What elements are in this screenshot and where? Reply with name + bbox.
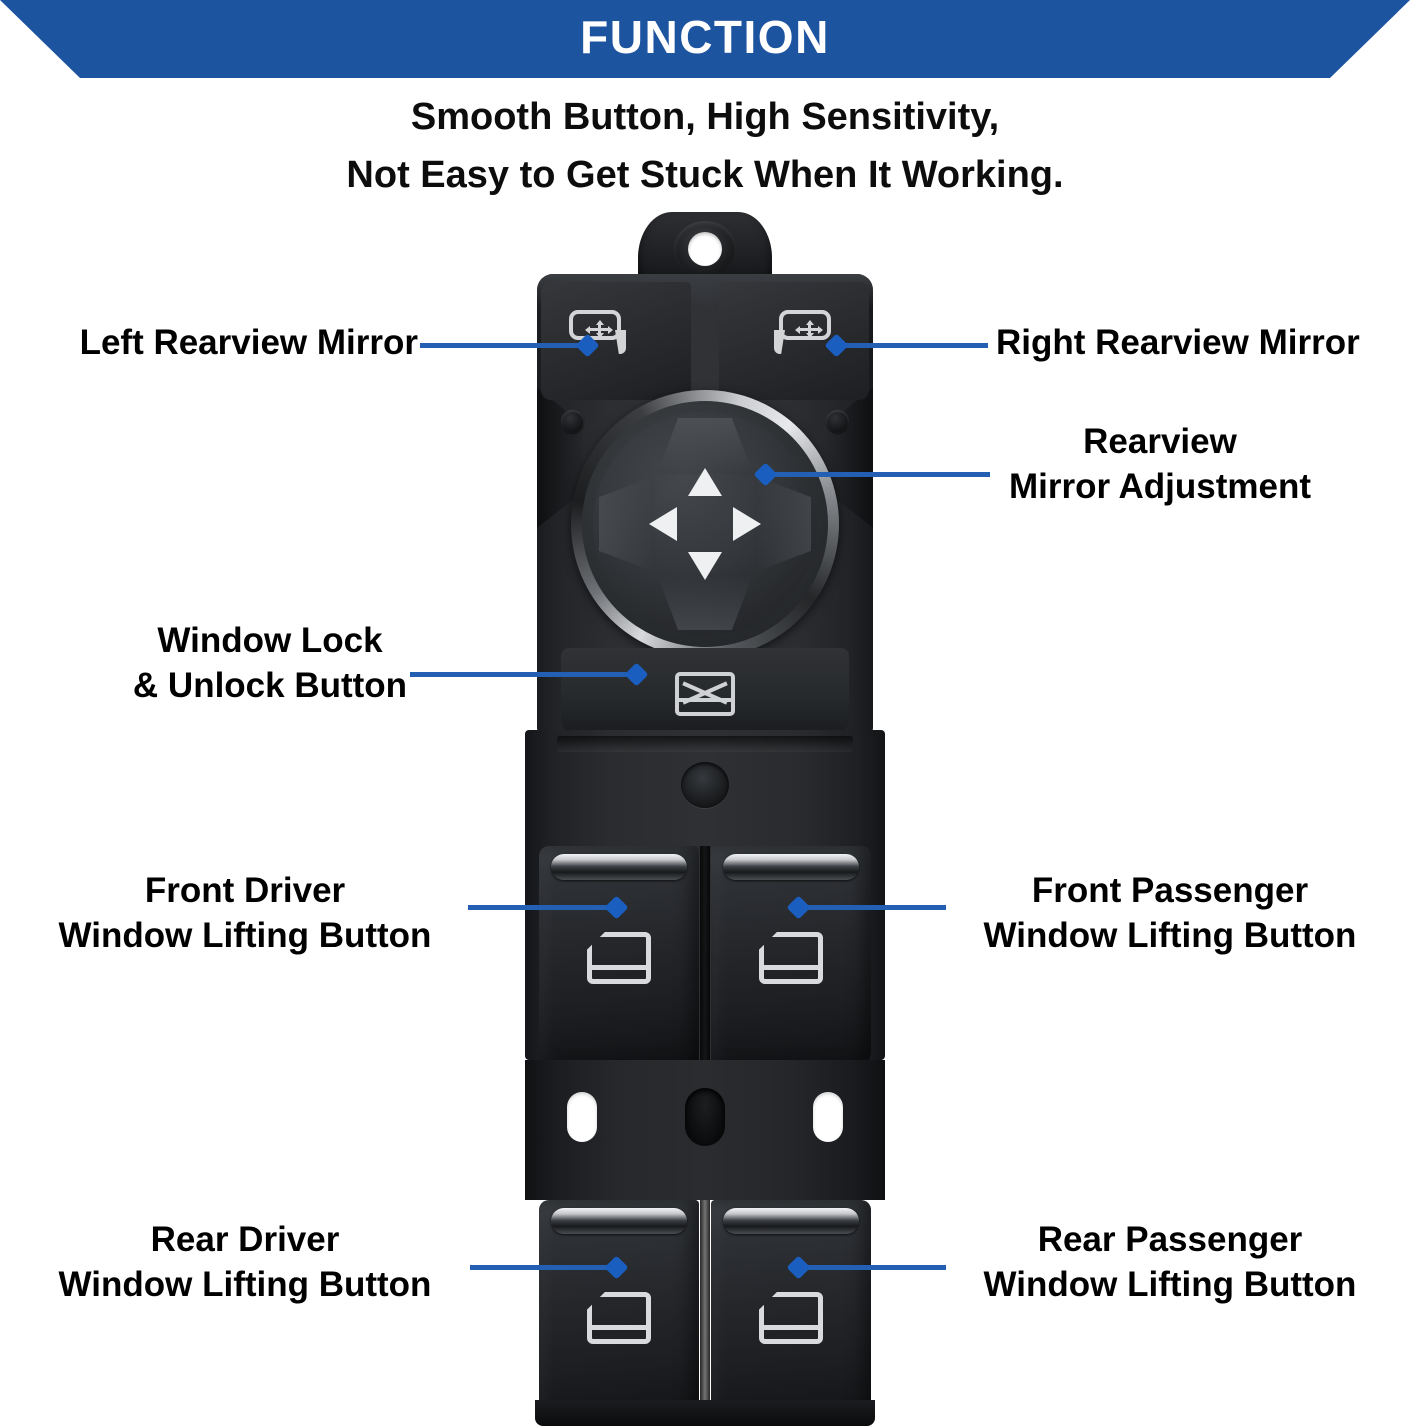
leader-line-front-driver-window <box>468 905 614 910</box>
window-sill-bar <box>592 965 646 970</box>
callout-label-line1: Left Rearview Mirror <box>79 323 418 362</box>
subtitle-line-2: Not Easy to Get Stuck When It Working. <box>346 154 1064 196</box>
center-screw-boss <box>681 762 729 808</box>
door-window-icon <box>587 932 651 984</box>
callout-label-line2: Window Lifting Button <box>58 915 432 955</box>
rear-driver-window-button[interactable] <box>539 1200 699 1426</box>
rear-window-button-row <box>539 1200 871 1426</box>
window-sill-bar <box>764 1325 818 1330</box>
callout-left-rearview-mirror: Left Rearview Mirror <box>38 321 418 366</box>
button-row-seam <box>700 846 710 1066</box>
mounting-slot-left <box>567 1092 597 1142</box>
callout-right-rearview-mirror: Right Rearview Mirror <box>996 321 1396 366</box>
callout-label-line2: & Unlock Button <box>132 665 408 705</box>
window-outline-shape <box>759 932 823 984</box>
subtitle-line-1: Smooth Button, High Sensitivity, <box>410 96 1000 138</box>
callout-label-line2: Window Lifting Button <box>983 1264 1357 1304</box>
callout-label-line2: Window Lifting Button <box>983 915 1357 955</box>
window-lock-unlock-button[interactable] <box>561 648 849 734</box>
arrow-up-icon[interactable] <box>688 468 722 496</box>
window-outline-shape <box>759 1292 823 1344</box>
joystick-face[interactable] <box>593 412 817 636</box>
callout-label-line1: Front Passenger <box>1031 871 1309 910</box>
rear-passenger-window-button[interactable] <box>711 1200 871 1426</box>
banner-title: FUNCTION <box>580 11 830 63</box>
door-window-icon <box>587 1292 651 1344</box>
base-plinth <box>535 1400 875 1426</box>
mirror-stem-shape <box>615 330 626 354</box>
mirror-glass-shape <box>779 310 831 340</box>
window-sill-bar <box>592 1325 646 1330</box>
callout-label-line1: Rear Driver <box>150 1220 340 1259</box>
callout-label-line1: Front Driver <box>144 871 346 910</box>
button-row-seam <box>700 1200 710 1426</box>
pad-wedge-up <box>657 418 753 474</box>
mirror-adjustment-joystick[interactable] <box>571 390 839 658</box>
window-outline-shape <box>675 672 735 716</box>
pad-wedge-left <box>599 476 655 572</box>
callout-front-driver-window: Front Driver Window Lifting Button <box>20 869 470 959</box>
leader-line-rearview-mirror-adjustment <box>768 472 990 477</box>
chrome-accent-strip <box>551 1208 687 1234</box>
callout-rear-passenger-window: Rear Passenger Window Lifting Button <box>950 1218 1390 1308</box>
leader-line-front-passenger-window <box>800 905 946 910</box>
indicator-led-left <box>561 410 584 433</box>
left-rearview-mirror-button[interactable] <box>541 282 691 400</box>
pad-wedge-down <box>657 574 753 630</box>
callout-label-line2: Mirror Adjustment <box>1008 466 1312 506</box>
leader-line-window-lock-unlock <box>410 672 632 677</box>
window-outline-shape <box>587 932 651 984</box>
window-lock-crossed-icon <box>675 672 735 716</box>
pad-wedge-right <box>755 476 811 572</box>
leader-line-left-rearview-mirror <box>420 343 586 348</box>
four-way-arrow-glyph <box>585 320 613 338</box>
callout-window-lock-unlock: Window Lock & Unlock Button <box>60 619 480 709</box>
function-banner: FUNCTION <box>0 0 1410 78</box>
chrome-accent-strip <box>723 854 859 880</box>
callout-front-passenger-window: Front Passenger Window Lifting Button <box>950 869 1390 959</box>
mirror-adjust-icon <box>774 310 841 354</box>
mirror-glass-shape <box>569 310 621 340</box>
front-passenger-window-button[interactable] <box>711 846 871 1066</box>
front-window-button-row <box>539 846 871 1066</box>
center-alignment-slot <box>685 1088 725 1146</box>
window-outline-shape <box>587 1292 651 1344</box>
right-rearview-mirror-button[interactable] <box>719 282 869 400</box>
callout-rearview-mirror-adjustment: Rearview Mirror Adjustment <box>960 420 1360 510</box>
chrome-accent-strip <box>551 854 687 880</box>
arrow-down-icon[interactable] <box>688 552 722 580</box>
front-driver-window-button[interactable] <box>539 846 699 1066</box>
housing-seam <box>557 736 853 752</box>
power-window-master-switch-image <box>505 212 905 1426</box>
four-way-arrow-glyph <box>795 320 823 338</box>
mounting-clip-plate <box>525 1060 885 1200</box>
callout-label-line1: Window Lock <box>157 621 383 660</box>
callout-label-line2: Window Lifting Button <box>58 1264 432 1304</box>
arrow-right-icon[interactable] <box>733 507 761 541</box>
leader-line-rear-passenger-window <box>800 1265 946 1270</box>
leader-line-rear-driver-window <box>470 1265 614 1270</box>
arrow-left-icon[interactable] <box>649 507 677 541</box>
mounting-tab <box>638 212 772 286</box>
mounting-slot-right <box>813 1092 843 1142</box>
door-window-icon <box>759 1292 823 1344</box>
mirror-adjust-icon <box>569 310 631 354</box>
indicator-led-right <box>826 410 849 433</box>
callout-label-line1: Right Rearview Mirror <box>996 323 1360 362</box>
mirror-stem-shape <box>774 330 785 354</box>
chrome-accent-strip <box>723 1208 859 1234</box>
callout-label-line1: Rearview <box>1083 422 1237 461</box>
door-window-icon <box>759 932 823 984</box>
callout-rear-driver-window: Rear Driver Window Lifting Button <box>20 1218 470 1308</box>
callout-label-line1: Rear Passenger <box>1037 1220 1303 1259</box>
window-sill-bar <box>764 965 818 970</box>
leader-line-right-rearview-mirror <box>838 343 988 348</box>
